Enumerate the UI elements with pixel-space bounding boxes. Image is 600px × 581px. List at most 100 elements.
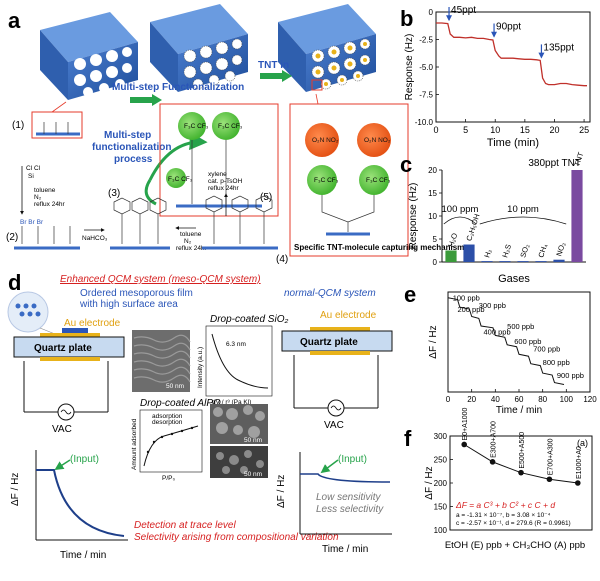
- process-label: Multi-step functionalization process: [92, 130, 174, 165]
- chart-c-category-3: H₂S: [500, 243, 513, 258]
- quartz-plate-label: Quartz plate: [34, 343, 92, 354]
- chart-b-xtick-label-2: 10: [490, 125, 500, 135]
- meso-qcm-device: Quartz plate VAC: [13, 328, 125, 435]
- panel-a-letter: a: [8, 8, 21, 33]
- chart-c-bar-3: [499, 261, 511, 262]
- chart-e-annotation-1: 200 ppb: [457, 305, 484, 314]
- chart-c-group-brace-0: [443, 216, 477, 225]
- chart-c-category-2: H₂: [482, 248, 493, 259]
- chart-e-xtick-label-5: 100: [560, 395, 574, 404]
- chart-b-ytick-label-1: -2.5: [419, 36, 433, 45]
- chart-f-ytick-label-3: 250: [434, 456, 448, 465]
- enhanced-qcm-title: Enhanced QCM system (meso-QCM system): [60, 274, 261, 285]
- chart-f-category-3: E700+A300: [547, 438, 554, 475]
- panel-d-letter: d: [8, 270, 21, 295]
- step-2-label: (2): [6, 232, 18, 243]
- df-axis-label-right: ΔF / Hz: [276, 475, 287, 508]
- time-axis-label-right: Time / min: [322, 544, 368, 555]
- chart-c-category-5: CH₄: [536, 243, 549, 259]
- df-axis-label: ΔF / Hz: [10, 473, 21, 506]
- reagent-2: NaHCO₃: [82, 235, 108, 242]
- panel-c-letter: c: [400, 152, 412, 177]
- chart-c-bar-5: [535, 261, 547, 262]
- chart-b-annotation-1: 90ppt: [496, 22, 521, 33]
- chart-b-xtick-label-3: 15: [520, 125, 530, 135]
- chart-e-xtick-label-2: 40: [491, 395, 500, 404]
- sio2-ylabel: Intensity (a.u.): [197, 347, 204, 388]
- chart-b-ytick-label-4: -10.0: [415, 118, 434, 127]
- chart-f-point-1: [489, 459, 496, 465]
- chart-f-point-0: [461, 441, 468, 448]
- chart-c-ytick-label-2: 10: [428, 212, 437, 221]
- chart-e-xtick-label-4: 80: [538, 395, 547, 404]
- svg-text:Si: Si: [28, 173, 34, 180]
- chart-c-bar-4: [517, 261, 529, 262]
- arrow-label-functionalization: Multi-step Functionalization: [112, 82, 244, 93]
- chart-e-annotation-4: 500 ppb: [507, 322, 534, 331]
- chart-b-ylabel: Response (Hz): [404, 34, 415, 101]
- mechanism-box: [289, 103, 409, 257]
- chart-f-category-1: E300+A700: [491, 421, 498, 458]
- time-axis-label: Time / min: [60, 550, 106, 561]
- chart-b-ytick-label-3: -7.5: [419, 91, 433, 100]
- arrow-label-tnt-in: TNT in: [258, 60, 289, 71]
- chart-c-category-4: SO₂: [518, 243, 531, 259]
- chart-e-annotation-5: 600 ppb: [514, 337, 541, 346]
- chart-b-annotation-0: 45ppt: [451, 5, 476, 16]
- low-sensitivity-label: Low sensitivity: [316, 492, 381, 503]
- chart-c-bar-1: [463, 244, 475, 262]
- au-electrode-label: Au electrode: [64, 318, 121, 329]
- chart-c-ytick-label-3: 15: [428, 189, 437, 198]
- alpo-inset: Drop-coated AlPO adsorption desorption P…: [131, 398, 221, 482]
- note-trace-level: Detection at trace level: [134, 520, 236, 531]
- chart-b-annotation-2: 135ppt: [543, 42, 574, 53]
- chart-e-xtick-label-3: 60: [515, 395, 524, 404]
- input-label: (Input): [70, 454, 99, 465]
- chart-c-group-label-2: 380ppt TNT: [528, 158, 581, 169]
- chart-f-coef-2: c = -2.57 × 10⁻¹, d = 279.6 (R = 0.9961): [456, 520, 571, 527]
- sio2-inset: Drop-coated SiO₂ 6.3 nm dV / r³ (Pa Kl) …: [197, 314, 288, 406]
- chart-f-ylabel: ΔF / Hz: [424, 466, 435, 499]
- chart-c-category-1: C₂H₅OH: [464, 213, 481, 242]
- mechanism-label: Specific TNT-molecule capturing mechanis…: [294, 243, 464, 252]
- chart-c-ytick-label-1: 5: [433, 235, 438, 244]
- chart-e-series-0: [447, 297, 565, 385]
- mesoporous-rod-3: [278, 4, 376, 92]
- input-label-right: (Input): [338, 454, 367, 465]
- chart-c-ylabel: Response (Hz): [408, 183, 419, 250]
- chart-b-xtick-label-1: 5: [463, 125, 468, 135]
- chart-c-ytick-label-0: 0: [433, 258, 438, 267]
- panel-a: a: [6, 4, 464, 265]
- chart-f-ytick-label-2: 200: [434, 479, 448, 488]
- step-5-label: (5): [260, 192, 272, 203]
- less-selectivity-label: Less selectivity: [316, 504, 384, 515]
- step-1-box: [31, 111, 83, 139]
- chart-e-xtick-label-6: 120: [583, 395, 597, 404]
- scale-bar-2: 50 nm: [244, 437, 262, 444]
- mesoporous-rod-2: [150, 4, 248, 92]
- chart-c-bar-2: [481, 261, 493, 262]
- panel-b-letter: b: [400, 6, 413, 31]
- chart-b-xtick-label-0: 0: [433, 125, 438, 135]
- svg-text:Cl Cl: Cl Cl: [26, 165, 41, 172]
- scale-bar-1: 50 nm: [166, 383, 184, 390]
- chart-b-xlabel: Time (min): [487, 137, 539, 149]
- chart-f-coef-1: a = -1.31 × 10⁻⁷, b = 3.08 × 10⁻⁴: [456, 512, 551, 519]
- chart-b-xtick-label-5: 25: [579, 125, 589, 135]
- sio2-xlabel: dV / r³ (Pa Kl): [212, 399, 251, 406]
- chart-f-point-2: [518, 469, 524, 476]
- chart-f-category-2: E500+A500: [519, 432, 526, 469]
- chart-e-annotation-3: 400 ppb: [484, 328, 511, 337]
- chart-c-category-0: H₂O: [446, 232, 459, 248]
- step-1-label: (1): [12, 120, 24, 131]
- chart-f-ytick-label-4: 300: [434, 432, 448, 441]
- chart-b-ytick-label-0: 0: [429, 8, 434, 17]
- chart-f-point-4: [575, 480, 581, 486]
- chart-c-group-brace-1: [479, 216, 567, 225]
